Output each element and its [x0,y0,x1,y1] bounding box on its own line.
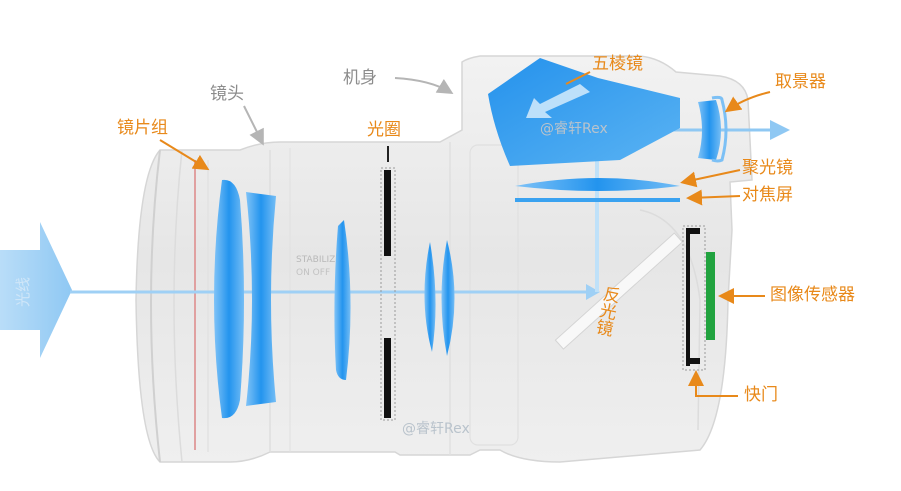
watermark-bottom: @睿轩Rex [402,421,470,437]
viewfinder-eyepiece [698,100,721,160]
label-focus-screen: 对焦屏 [742,185,793,205]
lens-element-3 [334,220,351,380]
lens-element-5 [441,240,455,356]
focusing-screen [515,198,680,202]
light-ray-viewfinder-head [770,120,790,140]
incoming-light-arrow [0,222,72,358]
reflex-mirror [554,232,684,350]
prism-reflection-arrow [526,84,590,118]
lens-element-4 [424,242,436,352]
lens-element-2 [246,192,276,406]
callout-lines [159,71,771,397]
label-pentaprism: 五棱镜 [592,54,643,74]
label-shutter: 快门 [744,385,778,405]
aperture-blades [380,167,396,421]
condenser-lens [515,178,680,191]
label-condenser: 聚光镜 [742,158,793,178]
label-viewfinder: 取景器 [775,72,826,92]
on-off-text: ON OFF [296,268,330,278]
lens-elements [214,179,455,419]
label-lens: 镜头 [210,84,244,104]
incoming-light-label: 光线 [14,277,32,307]
label-body: 机身 [343,68,377,88]
label-image-sensor: 图像传感器 [770,285,855,305]
label-lens-group: 镜片组 [117,118,168,138]
light-ray-head [586,284,600,300]
pentaprism [488,58,680,166]
stabilizer-text: STABILIZE [296,255,341,265]
label-aperture: 光圈 [367,120,401,140]
lens-element-1 [214,179,244,419]
watermark-top: @睿轩Rex [540,121,608,137]
image-sensor [706,252,715,340]
